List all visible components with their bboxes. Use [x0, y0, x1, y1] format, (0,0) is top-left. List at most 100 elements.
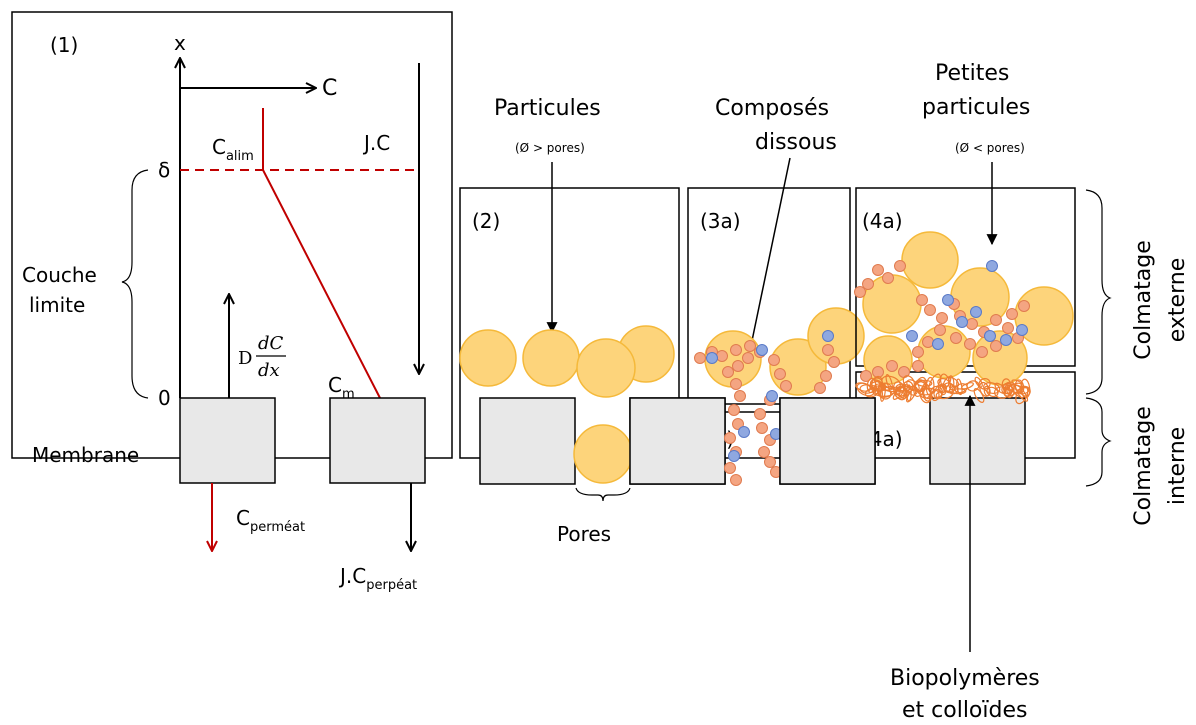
internal-fouling-brace — [1085, 397, 1112, 487]
dissolved-molecule — [730, 378, 742, 390]
membrane-block — [629, 397, 726, 485]
x-axis-label: x — [174, 31, 186, 55]
small-particle — [956, 316, 968, 328]
biopolymer-strand — [930, 385, 943, 399]
external-fouling-brace — [1085, 189, 1112, 395]
dissolved-molecule — [894, 260, 906, 272]
large-particle — [459, 329, 517, 387]
biopolymer-strand — [906, 388, 917, 403]
diffusion-denominator: dx — [258, 360, 280, 381]
dissolved-molecule — [912, 360, 924, 372]
diffusion-d-label: D — [238, 348, 252, 369]
biopolymer-strand — [902, 375, 915, 389]
biopolymer-strand — [943, 382, 956, 394]
dissolved-molecule — [990, 340, 1002, 352]
biopolymer-strand — [1001, 378, 1011, 391]
panel-1-frame — [11, 11, 453, 459]
dissolved-molecule — [916, 294, 928, 306]
dissolved-compounds-arrow — [744, 157, 791, 362]
small-particle — [942, 294, 954, 306]
dissolved-molecule — [828, 356, 840, 368]
small-particle — [728, 450, 740, 462]
large-particle — [576, 338, 636, 398]
membrane-block — [779, 397, 876, 485]
dissolved-molecule — [1018, 300, 1030, 312]
small-particle — [706, 352, 718, 364]
dissolved-molecule — [822, 344, 834, 356]
dissolved-molecule — [886, 360, 898, 372]
dissolved-molecule — [732, 360, 744, 372]
small-particle — [970, 306, 982, 318]
membrane-block-right — [329, 397, 426, 484]
dissolved-molecule — [950, 332, 962, 344]
dissolved-molecule — [732, 418, 744, 430]
c-axis-label: C — [322, 76, 337, 101]
particles-group — [459, 325, 675, 484]
boundary-layer-brace — [121, 169, 149, 399]
small-particle — [822, 330, 834, 342]
biopolymer-strand — [1014, 384, 1029, 402]
dissolved-molecule — [758, 446, 770, 458]
c-alim-label: Calim — [212, 135, 254, 164]
dissolved-molecule — [694, 352, 706, 364]
dissolved-molecule — [724, 432, 736, 444]
small-particle — [932, 338, 944, 350]
particles-group — [694, 307, 865, 486]
dissolved-molecule — [780, 380, 792, 392]
small-particle — [986, 260, 998, 272]
dissolved-molecule — [882, 272, 894, 284]
biopolymer-strand — [947, 375, 955, 391]
large-particle — [972, 330, 1028, 386]
dissolved-molecule — [734, 390, 746, 402]
dissolved-molecule — [860, 370, 872, 382]
panel-1-tag: (1) — [50, 33, 78, 57]
biopolymer-strand — [986, 386, 999, 398]
particles-group — [854, 231, 1074, 386]
c-permeat-label: Cperméat — [236, 506, 305, 535]
large-particle — [901, 231, 959, 289]
dissolved-molecule — [1002, 322, 1014, 334]
jc-permeat-label: J.Cperpéat — [338, 564, 417, 593]
dissolved-molecule — [934, 324, 946, 336]
large-particle — [522, 329, 580, 387]
biopolymer-strand — [919, 387, 932, 399]
dissolved-molecule — [814, 382, 826, 394]
biopolymer-strand — [885, 374, 893, 390]
membrane-block — [929, 397, 1026, 485]
small-particle — [756, 344, 768, 356]
dissolved-molecule — [730, 344, 742, 356]
dissolved-molecule — [862, 278, 874, 290]
diffusion-numerator: dC — [258, 333, 284, 354]
dissolved-molecule — [754, 408, 766, 420]
biopolymer-strand — [869, 377, 884, 391]
biopolymer-strand — [937, 383, 948, 394]
panel-2-tag: (2) — [472, 209, 500, 233]
flux-label: J.C — [362, 131, 390, 155]
membrane-block-left — [179, 397, 276, 484]
dissolved-molecule — [854, 286, 866, 298]
biopolymer-strand — [974, 376, 983, 388]
biopolymer-strand — [983, 382, 1001, 394]
small-particle — [1016, 324, 1028, 336]
panel-4a-tag: (4a) — [862, 209, 903, 233]
dissolved-molecule — [774, 368, 786, 380]
dissolved-molecule — [872, 366, 884, 378]
biopolymer-strand — [1003, 384, 1015, 399]
dissolved-molecule — [966, 318, 978, 330]
particles-label: Particules — [494, 96, 601, 121]
dissolved-molecule — [924, 304, 936, 316]
biopolymer-strand — [933, 388, 943, 400]
biopolymer-strand — [956, 378, 963, 396]
dissolved-molecule — [724, 462, 736, 474]
dissolved-molecule — [964, 338, 976, 350]
